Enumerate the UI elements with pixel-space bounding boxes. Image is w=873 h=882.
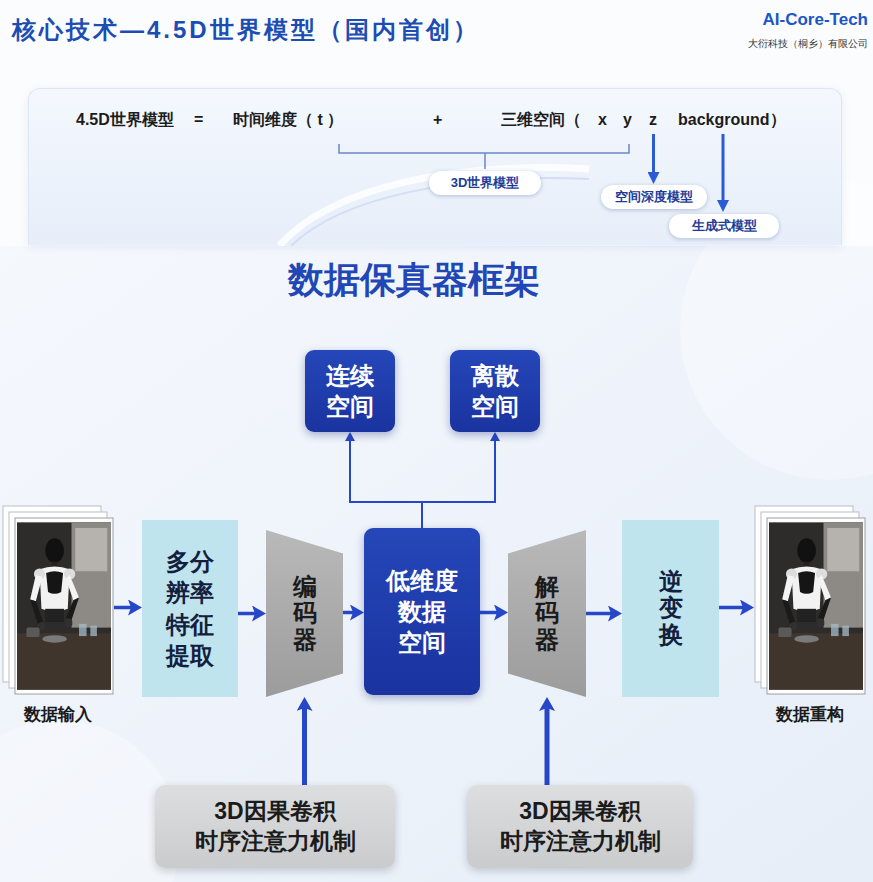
box-label: 连续 空间 [326, 360, 374, 422]
box-content: 编码器 [293, 574, 317, 653]
flow-arrow [422, 437, 495, 528]
flow-arrow [302, 705, 307, 785]
box-content: 离散 空间 [471, 360, 519, 422]
top-ground [0, 0, 873, 246]
box-content: 解码器 [535, 574, 559, 653]
box-label: 3D世界模型 [451, 174, 520, 192]
robot-photo [17, 522, 111, 689]
trapezoid-fill [266, 530, 343, 697]
box-label: 解码器 [535, 574, 559, 653]
encoder-trapezoid: 编码器 [266, 530, 343, 697]
box-content: 多分 辨率 特征 提取 [166, 546, 214, 671]
latent-box: 低维度 数据 空间 [364, 528, 480, 695]
box-content: 3D因果卷积 时序注意力机制 [195, 797, 356, 857]
box-label: 低维度 数据 空间 [386, 565, 458, 659]
formula-term: + [433, 111, 442, 128]
formula-slot: y [623, 109, 632, 131]
title-slot: 核心技术—4.5D世界模型（国内首创） [12, 14, 480, 46]
label-slot: 数据保真器框架 [164, 256, 664, 305]
flow-arrow [719, 606, 746, 610]
logo-text: AI-Core-Tech [763, 10, 868, 29]
image-stack-art [2, 505, 114, 695]
brace-stem [484, 153, 486, 169]
box-content: 低维度 数据 空间 [386, 565, 458, 659]
flow-arrow [114, 606, 134, 610]
image-stack-art [754, 505, 866, 695]
module-box: 3D因果卷积 时序注意力机制 [467, 785, 693, 868]
decor-swoosh [279, 168, 589, 246]
brace-bracket [339, 144, 629, 153]
caption-slot: 数据重构 [754, 703, 866, 726]
space-box: 离散 空间 [450, 350, 540, 432]
company-name: 大衍科技（桐乡）有限公司 [748, 38, 868, 49]
box-content: 逆变换 [659, 569, 683, 648]
flow-arrow [586, 612, 614, 616]
formula-slot: 时间维度（ t ） [233, 109, 343, 131]
flow-arrow [343, 611, 356, 615]
formula-term: 三维空间（ [501, 111, 581, 128]
box-content: 连续 空间 [326, 360, 374, 422]
formula-term: background） [678, 111, 786, 128]
formula-term: x [598, 111, 607, 128]
box-label: 生成式模型 [692, 217, 757, 235]
image-stack: 数据输入 [2, 505, 114, 733]
formula-term: 时间维度（ t ） [233, 111, 343, 128]
label-slot: AI-Core-Tech [700, 10, 868, 30]
label-slot: 大衍科技（桐乡）有限公司 [700, 33, 868, 51]
formula-term: z [649, 111, 657, 128]
formula-slot: z [649, 109, 657, 131]
model-pill: 空间深度模型 [601, 185, 707, 209]
pointer-arrow [722, 134, 725, 205]
formula-slot: = [194, 109, 203, 131]
trapezoid-fill [508, 530, 586, 697]
formula-slot: background） [678, 109, 786, 131]
formula-slot: + [433, 109, 442, 131]
box-label: 逆变换 [659, 569, 683, 648]
decor-circle [0, 720, 180, 882]
model-pill: 生成式模型 [669, 214, 779, 238]
formula-term: y [623, 111, 632, 128]
formula-band: 4.5D世界模型 = 时间维度（ t ） + 三维空间（ xyz background） 3D… [28, 88, 842, 245]
flow-arrow [238, 612, 258, 616]
image-caption: 数据输入 [24, 705, 92, 724]
box-label: 空间深度模型 [615, 188, 693, 206]
box-content: 3D因果卷积 时序注意力机制 [500, 797, 661, 857]
image-stack: 数据重构 [754, 505, 866, 733]
pointer-arrow [652, 134, 655, 177]
box-label: 编码器 [293, 574, 317, 653]
photo-frame [767, 518, 865, 694]
process-box: 逆变换 [622, 520, 719, 697]
formula-slot: x [598, 109, 607, 131]
box-content: 3D世界模型 [451, 174, 520, 192]
flow-arrow [480, 611, 500, 615]
box-content: 空间深度模型 [615, 188, 693, 206]
flow-arrow [350, 437, 422, 528]
flow-arrow [545, 705, 550, 785]
formula-slot: 4.5D世界模型 [76, 109, 174, 131]
box-label: 多分 辨率 特征 提取 [166, 546, 214, 671]
robot-photo [769, 522, 863, 689]
slide-title: 核心技术—4.5D世界模型（国内首创） [12, 16, 480, 43]
image-caption: 数据重构 [776, 705, 844, 724]
module-box: 3D因果卷积 时序注意力机制 [155, 785, 395, 868]
space-box: 连续 空间 [305, 350, 395, 432]
box-label: 3D因果卷积 时序注意力机制 [500, 797, 661, 857]
box-label: 离散 空间 [471, 360, 519, 422]
decoder-trapezoid: 解码器 [508, 530, 586, 697]
model-pill: 3D世界模型 [429, 171, 541, 195]
photo-frame [15, 518, 113, 694]
formula-term: = [194, 111, 203, 128]
formula-term: 4.5D世界模型 [76, 111, 174, 128]
box-label: 3D因果卷积 时序注意力机制 [195, 797, 356, 857]
section-title: 数据保真器框架 [288, 259, 540, 300]
formula-slot: 三维空间（ [501, 109, 581, 131]
process-box: 多分 辨率 特征 提取 [142, 520, 238, 697]
box-content: 生成式模型 [692, 217, 757, 235]
caption-slot: 数据输入 [2, 703, 114, 726]
